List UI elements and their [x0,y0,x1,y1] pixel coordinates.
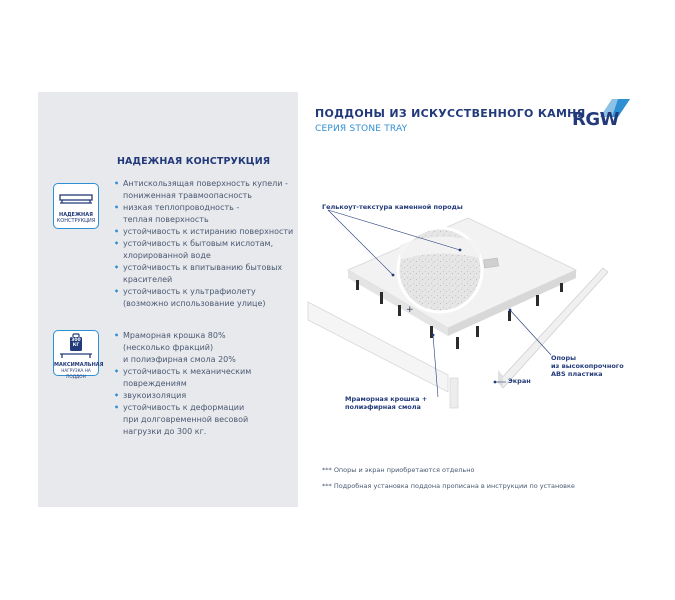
feature-item: красителей [123,275,173,284]
logo-text: RGW [572,109,620,130]
feature-item: нагрузки до 300 кг. [123,427,207,436]
feature-item: устойчивость к деформации [114,402,251,414]
svg-text:+: + [406,305,414,315]
feature-item: Антискользящая поверхность купели - [114,178,293,190]
screen-piece [449,377,459,409]
max-load-badge: 300 КГ МАКСИМАЛЬНАЯ НАГРУЗКА НА ПОДДОН [53,330,104,379]
note-supports: *** Опоры и экран приобретаются отдельно [322,466,475,474]
marble-callout-line1: Мраморная крошка + [345,395,428,403]
feature-item: (несколько фракций) [123,343,214,352]
feature-list-surface: Антискользящая поверхность купели -пониж… [114,178,293,310]
screen-callout: Экран [508,377,531,385]
feature-item: пониженная травмоопасность [123,191,253,200]
weight-load-icon [60,333,92,358]
support-legs [356,280,563,349]
beam-construction-icon [59,194,93,204]
feature-list-material: Мраморная крошка 80%(несколько фракций) и… [114,330,251,438]
tray-side-edge [448,270,576,336]
construction-badge: НАДЕЖНАЯ КОНСТРУКЦИЯ [53,183,99,229]
drain-grate [483,257,499,269]
feature-item: повреждениям [123,379,187,388]
feature-item: теплая поверхность [123,215,209,224]
feature-item: устойчивость к впитыванию бытовых [114,262,293,274]
feature-item: (возможно использование улице) [123,299,266,308]
supports-callout-line3: ABS пластика [551,370,603,378]
side-screen-face [498,370,503,388]
feature-item: звукоизоляция [114,390,251,402]
supports-callout-line2: из высокопрочного [551,362,624,370]
gelcoat-callout: Гелькоут-текстура каменной породы [322,203,463,211]
page-title: ПОДДОНЫ ИЗ ИСКУССТВЕННОГО КАМНЯ [315,107,586,120]
feature-item: Мраморная крошка 80% [114,330,251,342]
series-subtitle: СЕРИЯ STONE TRAY [315,124,408,134]
feature-item: и полиэфирная смола 20% [123,355,236,364]
weight-value: 300 [71,338,81,343]
supports-callout-line1: Опоры [551,354,577,362]
feature-item: устойчивость к ультрафиолету [114,286,293,298]
weight-unit: КГ [72,343,80,348]
section-title: НАДЕЖНАЯ КОНСТРУКЦИЯ [117,156,271,167]
tray-front-edge [348,270,448,336]
badge-label-line1: МАКСИМАЛЬНАЯ [54,362,104,368]
front-screen-panel [307,301,449,393]
rgw-logo: RGW [572,95,632,135]
feature-item: низкая теплопроводность - [114,202,293,214]
badge-label-line1: НАДЕЖНАЯ [59,212,93,218]
badge-label-line2: КОНСТРУКЦИЯ [56,218,96,224]
feature-item: при долговременной весовой [123,415,249,424]
badge-label-line2: НАГРУЗКА НА ПОДДОН [61,368,91,379]
feature-item: устойчивость к истиранию поверхности [114,226,293,238]
shower-tray-illustration: + [307,209,609,409]
note-installation: *** Подробная установка поддона прописан… [322,482,575,490]
feature-item: устойчивость к бытовым кислотам, [114,238,293,250]
feature-item: устойчивость к механическим [114,366,251,378]
feature-item: хлорированной воде [123,251,211,260]
side-screen-panel [497,267,609,389]
callout-leaders [327,209,552,398]
features-panel [38,92,298,507]
marble-callout-line2: полиэфирная смола [345,403,421,411]
